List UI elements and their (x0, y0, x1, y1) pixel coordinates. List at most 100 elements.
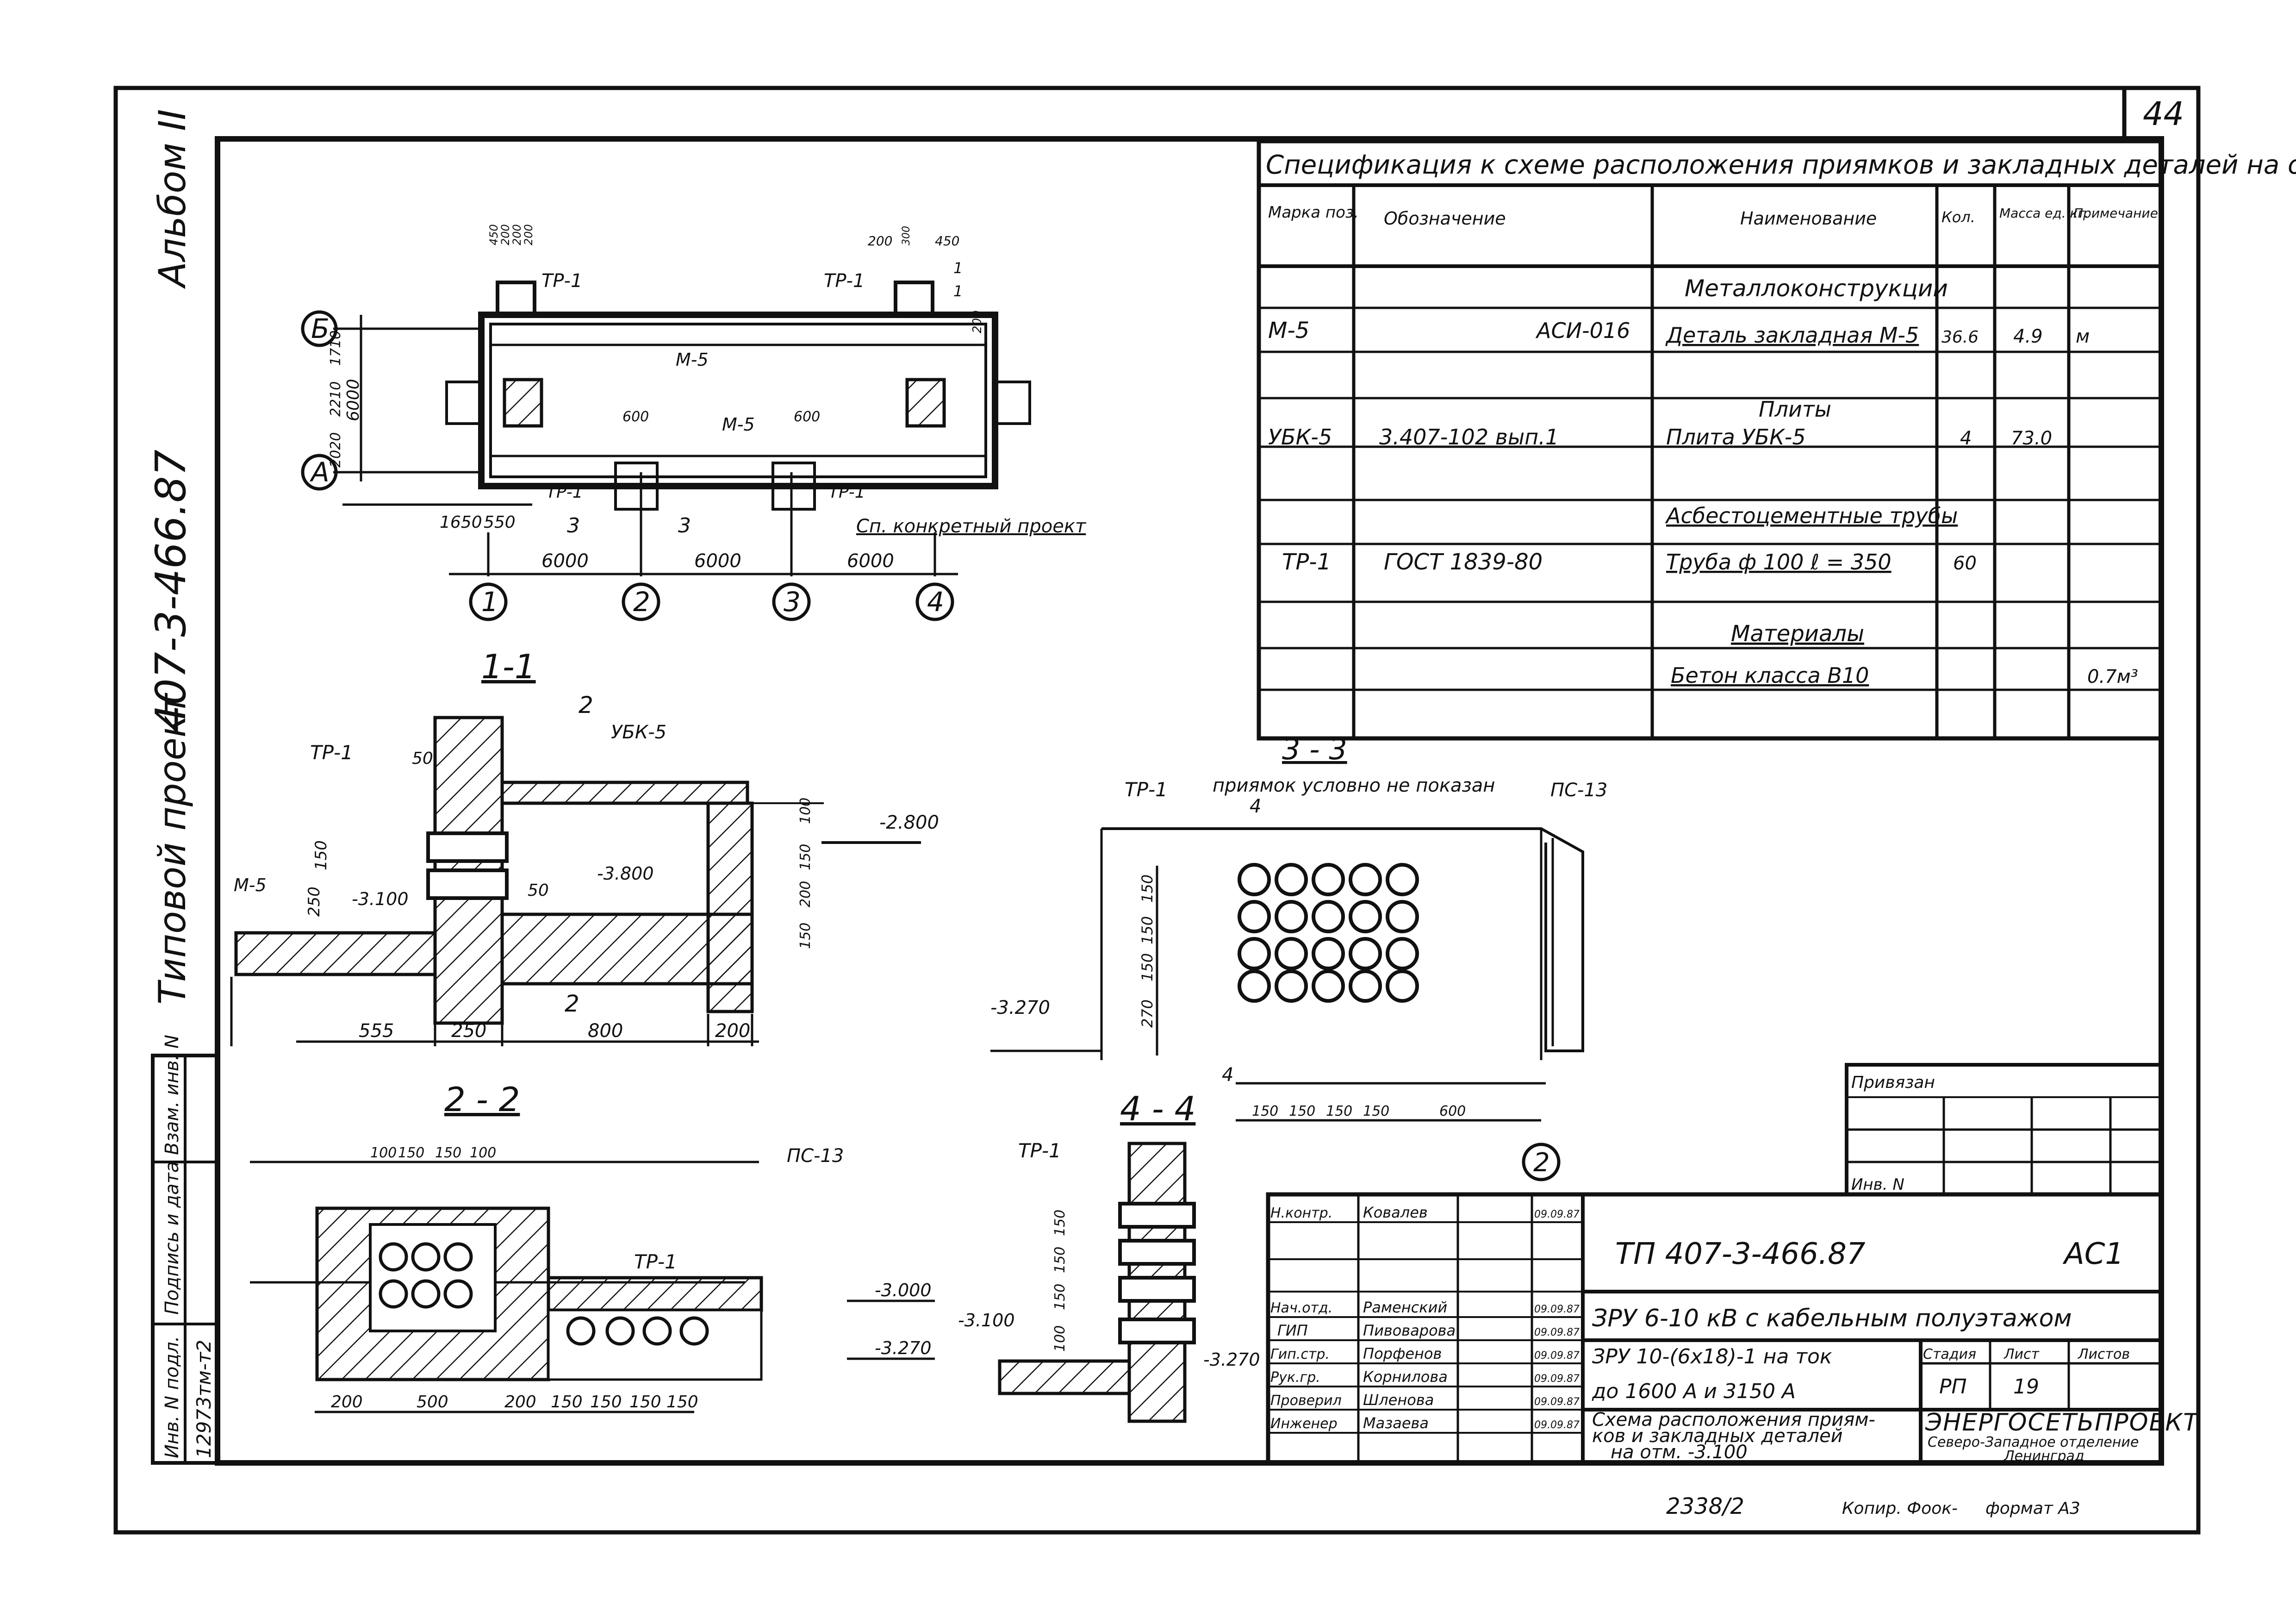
stamp-label-replace: Взам. инв. N (162, 1035, 183, 1155)
plan-label-600-b: 600 (794, 409, 820, 425)
axis-col-4: 4 (927, 586, 944, 618)
spec-row6-qty: 60 (1953, 553, 1977, 574)
staff-6-role: Гип.стр. (1270, 1346, 1330, 1362)
axis-row-a: А (309, 456, 330, 488)
spec-header-note: Примечание (2073, 206, 2158, 221)
spec-row4-mark: УБК-5 (1268, 425, 1332, 450)
plan-span-dim-3: 6000 (847, 550, 894, 572)
plan-label-tp1-b: ТР-1 (824, 270, 865, 292)
axis-col-2: 2 (633, 586, 650, 618)
inner-frame (215, 136, 2164, 1466)
spec-row5-name: Асбестоцементные трубы (1665, 503, 1958, 528)
spec-row6-name: Труба ф 100 ℓ = 350 (1666, 550, 1892, 575)
plan-label-600-a: 600 (622, 409, 649, 425)
staff-9-role: Инженер (1270, 1416, 1338, 1432)
staff-4-role: Нач.отд. (1270, 1300, 1332, 1316)
tb-title-1: Схема расположения приям- (1592, 1409, 1875, 1430)
sec33-axis-2: 2 (1533, 1148, 1550, 1178)
sec33-cut-4-top: 4 (1250, 796, 1261, 817)
title-block: Н.контр. Ковалев 09.09.87 Нач.отд. Рамен… (1266, 1192, 2200, 1465)
sec11-dim-100: 100 (797, 798, 814, 824)
sec22-top-dim-2: 150 (398, 1145, 424, 1161)
staff-5-date: 09.09.87 (1534, 1327, 1580, 1338)
format-label: формат А3 (1985, 1499, 2080, 1518)
plan-label-tp1-c: ТР-1 (546, 483, 583, 502)
sec33-bot-dim-2: 150 (1289, 1103, 1315, 1119)
spec-row8-name: Бетон класса В10 (1671, 663, 1869, 688)
plan-right-dim-3: 200 (971, 310, 984, 333)
sec22-bot-dim-1: 200 (331, 1393, 363, 1412)
spec-row2-qty: 36.6 (1941, 328, 1979, 347)
binding-inv: Инв. N (1851, 1175, 1904, 1194)
spec-header-designation: Обозначение (1384, 208, 1506, 229)
sec11-label-250: 250 (305, 887, 324, 917)
staff-7-date: 09.09.87 (1534, 1373, 1580, 1385)
sec44-dim-1: 150 (1052, 1210, 1068, 1236)
section-3-3: 3 - 3 ТР-1 приямок условно не показан 4 … (990, 732, 1607, 1181)
plan-left-dim-1: 1650 (440, 513, 482, 532)
staff-1-date: 09.09.87 (1534, 1209, 1580, 1220)
sec33-cut-4-bottom: 4 (1222, 1064, 1233, 1086)
spec-header-mass: Масса ед. кг. (1999, 206, 2089, 221)
album-label: Альбом II (151, 109, 194, 289)
sec33-bot-dim-4: 150 (1363, 1103, 1389, 1119)
sec44-dim-2: 150 (1052, 1247, 1068, 1273)
axis-col-3: 3 (784, 586, 801, 618)
sec11-level-3800: -3.800 (597, 863, 654, 884)
sec33-label-tp1: ТР-1 (1125, 778, 1168, 801)
staff-9-date: 09.09.87 (1534, 1419, 1580, 1431)
section-2-2: 2 - 2 100 150 150 100 ПС-13 ТР-1 -3.000 … (250, 1080, 935, 1413)
binding-box: Привязан Инв. N (1845, 1063, 2163, 1196)
project-code: 407-3-466.87 (147, 450, 195, 731)
sec11-label-150: 150 (312, 840, 330, 870)
plan-top-dim-3: 200 (510, 224, 523, 245)
plan-top-dim-1: 450 (487, 224, 500, 245)
staff-4-name: Раменский (1363, 1299, 1447, 1316)
stamp-label-inv: Инв. N подл. (162, 1336, 183, 1458)
sec33-left-dim-4: 270 (1139, 999, 1156, 1028)
plan-top-dim-5: 200 (868, 233, 892, 249)
sec11-dim-250: 250 (451, 1020, 486, 1042)
sec33-left-dim-2: 150 (1139, 916, 1156, 944)
plan-height-dim-3: 2020 (328, 432, 344, 468)
spec-row2-note: м (2076, 326, 2090, 347)
sec22-bot-dim-7: 150 (666, 1393, 698, 1412)
spec-row3-name: Плиты (1759, 397, 1831, 422)
section-1-1: 1-1 555 250 800 200 ТР-1 50 УБК-5 2 150 … (230, 647, 939, 1046)
sec44-level-3100: -3.100 (958, 1310, 1015, 1330)
staff-5-name: Пивоварова (1363, 1322, 1456, 1339)
staff-6-date: 09.09.87 (1534, 1350, 1580, 1362)
sec11-level-2800: -2.800 (879, 812, 939, 833)
plan-cut-3-right: 3 (678, 514, 691, 537)
plan-top-dim-2: 200 (499, 224, 512, 245)
sec22-bot-dim-2: 500 (417, 1393, 448, 1412)
staff-8-name: Шленова (1363, 1391, 1434, 1409)
tb-org-3: Ленинград (2004, 1448, 2084, 1464)
sec11-dim-200: 200 (715, 1020, 750, 1042)
tb-sheet-label: Лист (2004, 1346, 2040, 1362)
spec-row2-mark: М-5 (1268, 318, 1309, 344)
binding-label: Привязан (1851, 1073, 1935, 1092)
staff-8-role: Проверил (1270, 1393, 1342, 1409)
tb-sheets-label: Листов (2078, 1346, 2130, 1362)
spec-row2-name: Деталь закладная М-5 (1665, 323, 1919, 348)
tb-sheet: 19 (2013, 1375, 2039, 1399)
spec-row2-designation: АСИ-016 (1535, 318, 1630, 343)
tb-stage: РП (1939, 1375, 1967, 1399)
spec-row4-name: Плита УБК-5 (1666, 425, 1806, 450)
section-4-4: 4 - 4 ТР-1 -3.100 -3.270 150 150 150 100 (958, 1089, 1260, 1423)
plan-span-dim-1: 6000 (541, 550, 589, 572)
sec11-dim-555: 555 (359, 1020, 394, 1042)
plan-view: Б А 1 2 3 4 6000 6000 6000 1650 550 6000… (301, 224, 1087, 621)
spec-row8-note: 0.7м³ (2087, 666, 2138, 687)
staff-9-name: Мазаева (1363, 1414, 1429, 1432)
tb-object: ЗРУ 6-10 кВ с кабельным полуэтажом (1592, 1305, 2072, 1332)
tb-org-1: ЭНЕРГОСЕТЬПРОЕКТ (1925, 1409, 2200, 1437)
staff-7-name: Корнилова (1363, 1368, 1448, 1386)
tb-title-3: на отм. -3.100 (1611, 1442, 1748, 1463)
tb-variant-1: ЗРУ 10-(6х18)-1 на ток (1592, 1345, 1832, 1368)
axis-row-b: Б (311, 313, 330, 344)
sec22-bot-dim-3: 200 (504, 1393, 536, 1412)
tb-title-2: ков и закладных деталей (1592, 1425, 1843, 1447)
sec11-dim-150a: 150 (797, 844, 814, 870)
